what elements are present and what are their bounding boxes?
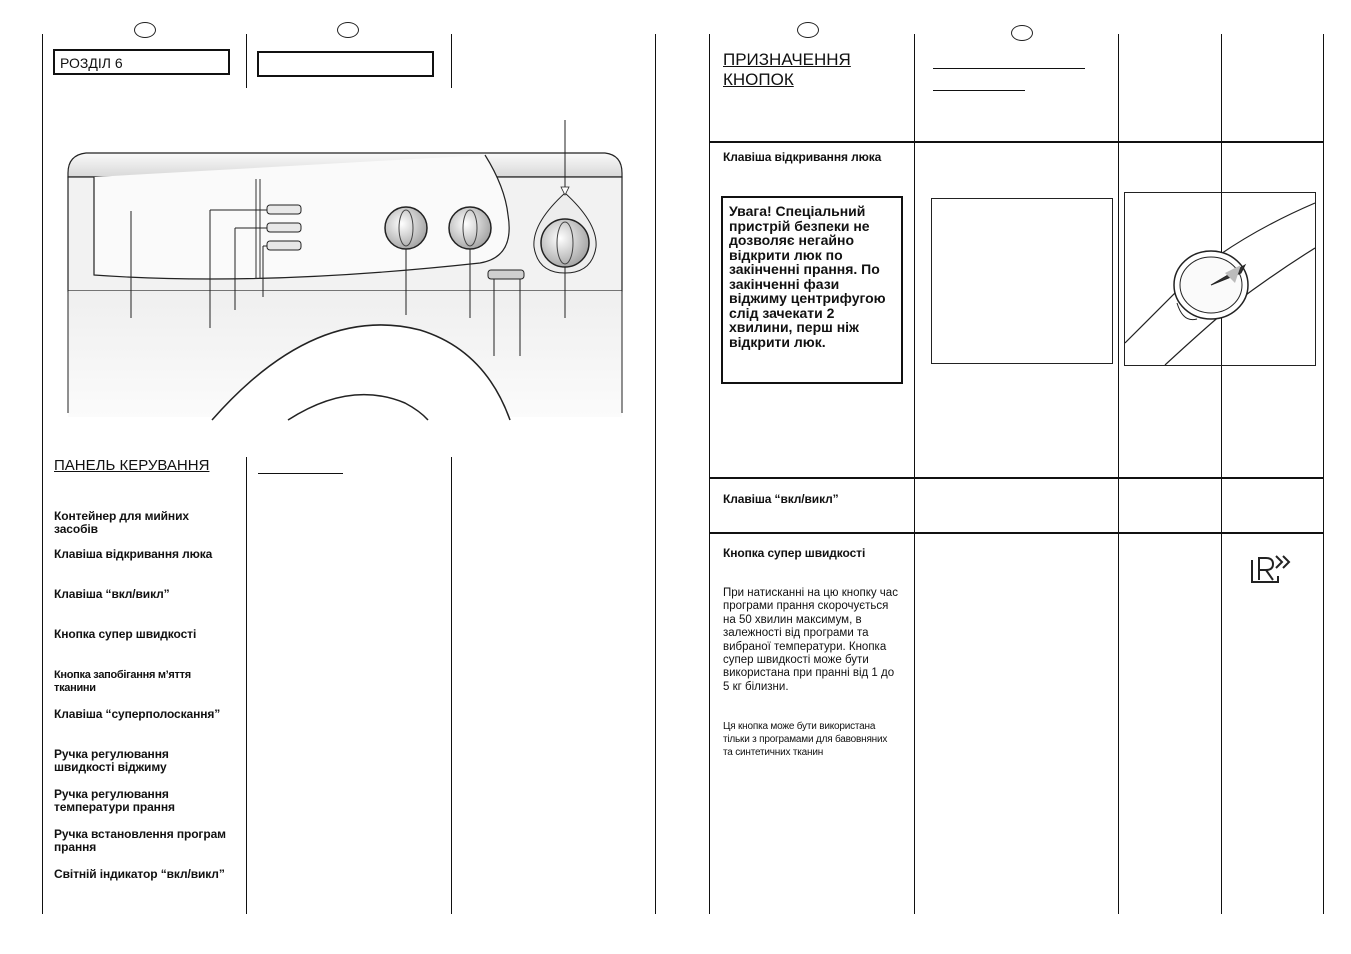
panel-item-on-off: Клавіша “вкл/викл” [54,587,170,601]
row-divider [709,141,1324,143]
blank-heading-underline [258,473,343,474]
buttons-heading: ПРИЗНАЧЕННЯ КНОПОК [723,50,851,89]
panel-item-program-knob: Ручка встановлення програм прання [54,827,226,854]
right-page-column-3 [1221,34,1222,914]
language-oval-marker [797,22,819,38]
panel-item-on-off-indicator: Світній індикатор “вкл/викл” [54,867,225,881]
warning-text: Увага! Спеціальний пристрій безпеки не д… [729,203,886,350]
language-oval-marker [134,22,156,38]
panel-item-super-speed: Кнопка супер швидкості [54,627,197,641]
blank-heading-underline [933,90,1025,91]
door-illustration-box [1124,192,1316,366]
right-page-column-2 [1118,34,1119,914]
left-page-divider-4 [451,457,452,914]
language-oval-marker [337,22,359,38]
left-page-divider-1 [246,34,247,88]
row-divider [709,532,1324,534]
super-speed-icon [1251,555,1291,583]
page-fold-line [655,34,656,914]
warning-box: Увага! Спеціальний пристрій безпеки не д… [721,196,903,384]
panel-item-detergent-drawer: Контейнер для мийних засобів [54,509,189,536]
row-title-on-off: Клавіша “вкл/викл” [723,492,839,506]
panel-item-temperature-knob: Ручка регулювання температури прання [54,787,175,814]
left-page-border [42,34,43,914]
section-label-box: РОЗДІЛ 6 [53,49,230,75]
row-title-super-speed: Кнопка супер швидкості [723,546,866,560]
super-speed-description: При натисканні на цю кнопку час програми… [723,587,898,693]
empty-label-box [257,51,434,77]
super-speed-note: Ця кнопка може бути використана тільки з… [723,721,888,758]
panel-heading: ПАНЕЛЬ КЕРУВАННЯ [54,457,210,474]
section-label: РОЗДІЛ 6 [60,55,123,71]
empty-translation-box [931,198,1113,364]
control-panel-illustration [67,120,623,421]
left-page-divider-3 [246,457,247,914]
right-page-border-right [1323,34,1324,914]
row-divider [709,477,1324,479]
panel-item-super-rinse: Клавіша “суперполоскання” [54,707,221,721]
panel-item-door-release: Клавіша відкривання люка [54,547,213,561]
right-page-border [709,34,710,914]
right-page-column-1 [914,34,915,914]
panel-item-spin-knob: Ручка регулювання швидкості віджиму [54,747,169,774]
door-handle-illustration [1124,202,1316,366]
panel-item-anti-crease: Кнопка запобігання м’яття тканини [54,669,191,694]
blank-heading-underline [933,68,1085,69]
row-title-door-release: Клавіша відкривання люка [723,150,882,164]
left-page-divider-2 [451,34,452,88]
language-oval-marker [1011,25,1033,41]
